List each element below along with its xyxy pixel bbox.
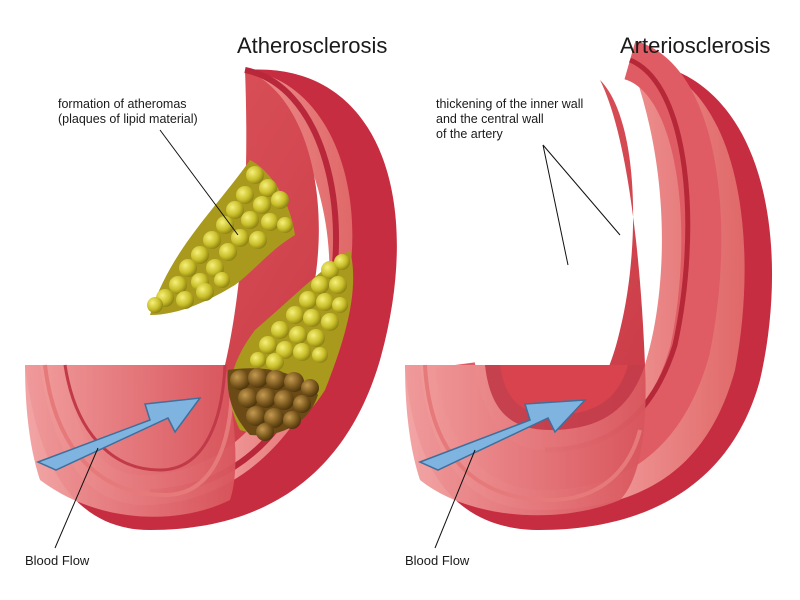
lipid-globule-necrotic bbox=[274, 390, 294, 410]
lipid-globule bbox=[286, 306, 304, 324]
lipid-globule bbox=[219, 243, 237, 261]
annotation-line: (plaques of lipid material) bbox=[58, 112, 198, 126]
lipid-globule-necrotic bbox=[238, 388, 258, 408]
annotation-leader-bloodflow-left bbox=[54, 447, 99, 549]
panel-title-atherosclerosis: Atherosclerosis bbox=[237, 33, 388, 58]
lipid-globule bbox=[196, 283, 214, 301]
lipid-globule bbox=[303, 309, 321, 327]
lipid-globule bbox=[250, 352, 266, 368]
blood-flow-label-left: Blood Flow bbox=[25, 553, 90, 568]
lipid-globule bbox=[203, 231, 221, 249]
lipid-globule bbox=[277, 217, 293, 233]
lipid-globule-necrotic bbox=[246, 406, 266, 426]
lipid-globule-necrotic bbox=[301, 379, 319, 397]
lipid-globule bbox=[246, 166, 264, 184]
lipid-globule bbox=[316, 293, 334, 311]
lipid-globule bbox=[231, 229, 249, 247]
lipid-globule bbox=[307, 329, 325, 347]
lipid-globule bbox=[312, 347, 328, 363]
lipid-globule bbox=[289, 326, 307, 344]
lipid-globule bbox=[249, 231, 267, 249]
annotation-line: of the artery bbox=[436, 127, 503, 141]
lipid-globule bbox=[276, 341, 294, 359]
lipid-globule bbox=[226, 201, 244, 219]
annotation-leader-atheroma bbox=[159, 129, 239, 236]
lipid-globule bbox=[271, 191, 289, 209]
lipid-globule bbox=[332, 297, 348, 313]
annotation-leader-central-wall bbox=[542, 144, 621, 236]
lipid-globule-necrotic bbox=[266, 370, 286, 390]
annotation-wall-thickening: thickening of the inner wall and the cen… bbox=[436, 97, 583, 142]
lipid-globule bbox=[299, 291, 317, 309]
lipid-globule-necrotic bbox=[256, 423, 274, 441]
annotation-line: and the central wall bbox=[436, 112, 544, 126]
lipid-globule bbox=[329, 276, 347, 294]
lipid-globule bbox=[236, 186, 254, 204]
lipid-globule bbox=[311, 276, 329, 294]
lipid-globule bbox=[214, 272, 230, 288]
annotation-leader-inner-wall bbox=[542, 144, 569, 266]
lipid-globule-necrotic bbox=[284, 372, 304, 392]
arteriosclerosis-artery bbox=[405, 40, 773, 530]
lipid-globule bbox=[261, 213, 279, 231]
lipid-globule bbox=[147, 297, 163, 313]
lipid-globule-necrotic bbox=[248, 368, 268, 388]
annotation-line: thickening of the inner wall bbox=[436, 97, 584, 111]
lipid-globule bbox=[169, 276, 187, 294]
plaque-lipid-globules bbox=[147, 166, 350, 441]
lipid-globule-necrotic bbox=[230, 370, 250, 390]
blood-flow-label-right: Blood Flow bbox=[405, 553, 470, 568]
lipid-globule bbox=[191, 246, 209, 264]
lipid-globule bbox=[241, 211, 259, 229]
lipid-globule bbox=[179, 259, 197, 277]
lipid-globule bbox=[321, 261, 339, 279]
annotation-leader-bloodflow-right bbox=[434, 449, 476, 549]
lipid-globule bbox=[271, 321, 289, 339]
lipid-globule bbox=[176, 291, 194, 309]
lipid-globule-necrotic bbox=[283, 411, 301, 429]
lipid-globule-necrotic bbox=[256, 388, 276, 408]
panel-title-arteriosclerosis: Arteriosclerosis bbox=[620, 33, 771, 58]
lipid-globule bbox=[216, 216, 234, 234]
artery-cross-section bbox=[25, 365, 236, 517]
lipid-globule bbox=[259, 179, 277, 197]
blood-flow-arrow-right bbox=[418, 399, 587, 471]
blood-flow-arrow-left bbox=[36, 397, 202, 471]
annotation-line: formation of atheromas bbox=[58, 97, 187, 111]
atherosclerosis-artery bbox=[25, 67, 397, 530]
lipid-globule-necrotic bbox=[264, 408, 284, 428]
annotation-atheroma: formation of atheromas (plaques of lipid… bbox=[58, 97, 198, 127]
lipid-globule bbox=[293, 343, 311, 361]
lipid-globule bbox=[321, 313, 339, 331]
lipid-globule bbox=[334, 254, 350, 270]
lipid-globule bbox=[259, 336, 277, 354]
lipid-globule bbox=[253, 196, 271, 214]
lipid-globule-necrotic bbox=[293, 395, 311, 413]
lipid-globule bbox=[266, 353, 284, 371]
